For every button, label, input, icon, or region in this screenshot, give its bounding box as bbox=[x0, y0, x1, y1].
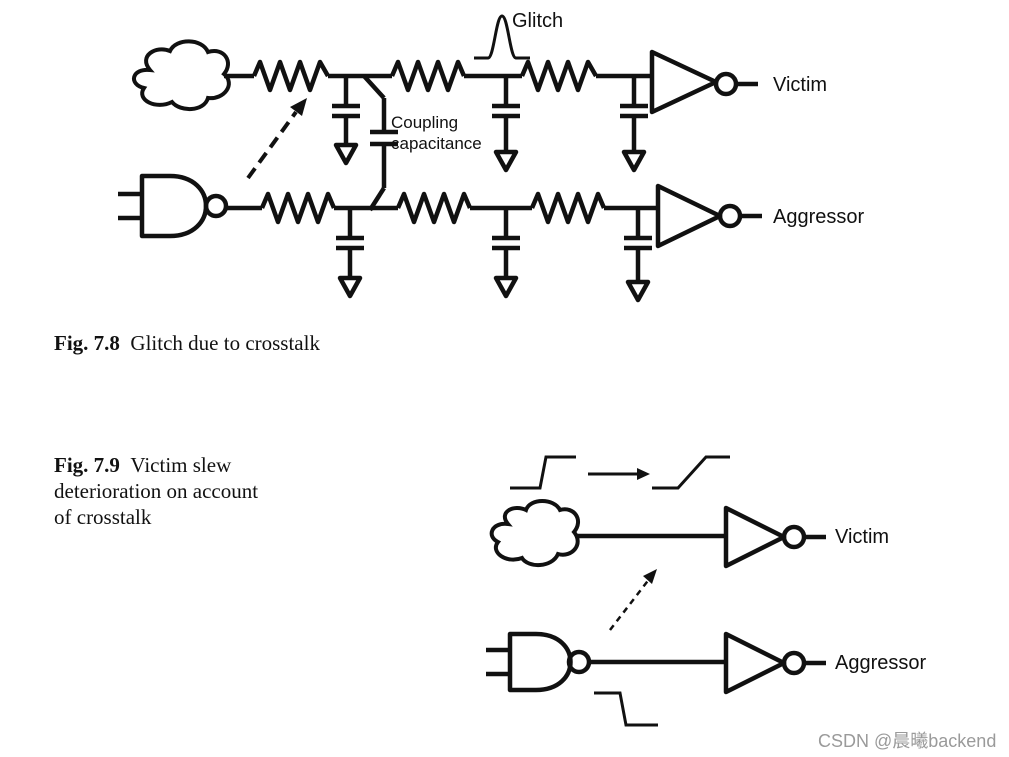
ground-icon bbox=[493, 149, 519, 173]
inverter-bubble bbox=[713, 71, 739, 97]
coupling-capacitor bbox=[362, 74, 398, 212]
arrowhead-icon bbox=[637, 468, 650, 480]
crosstalk-influence-arrow bbox=[246, 98, 307, 180]
figure-7-8-number: Fig. 7.8 bbox=[54, 331, 120, 355]
figure-7-8-schematic: Glitch Coupling capacitance Victim Aggre… bbox=[118, 10, 864, 303]
aggressor-label: Aggressor bbox=[773, 206, 864, 228]
aggressor-ground-capacitor bbox=[624, 208, 652, 303]
victim-resistor-3 bbox=[519, 59, 598, 93]
aggressor-buffer bbox=[723, 631, 787, 695]
figure-7-9-caption: Fig. 7.9 Victim slew deterioration on ac… bbox=[54, 452, 314, 530]
ground-icon bbox=[493, 275, 519, 299]
inverter-bubble bbox=[781, 524, 807, 550]
figure-7-9-number: Fig. 7.9 bbox=[54, 453, 120, 477]
aggressor-ground-capacitor bbox=[336, 208, 364, 299]
victim-ground-capacitor bbox=[332, 76, 360, 166]
ground-icon bbox=[337, 275, 363, 299]
victim-label: Victim bbox=[835, 526, 889, 548]
victim-ground-capacitor bbox=[492, 76, 520, 173]
aggressor-ground-capacitor bbox=[492, 208, 520, 299]
aggressor-resistor-3 bbox=[529, 191, 607, 225]
inverter-bubble bbox=[203, 193, 229, 219]
ground-icon bbox=[621, 149, 647, 173]
aggressor-buffer bbox=[655, 183, 723, 249]
victim-ground-capacitor bbox=[620, 76, 648, 173]
arrowhead-icon bbox=[290, 98, 307, 116]
figure-7-8-caption-text: Glitch due to crosstalk bbox=[130, 331, 320, 355]
ground-icon bbox=[625, 279, 651, 303]
aggressor-nand-gate bbox=[486, 631, 592, 693]
inverter-bubble bbox=[717, 203, 743, 229]
watermark: CSDN @晨曦backend bbox=[818, 731, 997, 751]
figure-7-9-caption-line2: deterioration on account bbox=[54, 479, 259, 503]
victim-resistor-1 bbox=[251, 59, 330, 93]
crosstalk-influence-arrow bbox=[609, 569, 657, 631]
figure-7-9-caption-line1: Victim slew bbox=[130, 453, 232, 477]
victim-source-cloud bbox=[489, 499, 580, 567]
figure-7-9-caption-line3: of crosstalk bbox=[54, 505, 152, 529]
victim-buffer bbox=[723, 505, 787, 569]
sharp-transition-waveform-icon bbox=[510, 455, 576, 490]
coupling-label-line1: Coupling bbox=[391, 113, 458, 132]
aggressor-resistor-1 bbox=[259, 191, 337, 225]
victim-source-cloud bbox=[132, 39, 231, 111]
inverter-bubble bbox=[781, 650, 807, 676]
arrowhead-icon bbox=[643, 569, 657, 584]
figure-7-8-caption: Fig. 7.8 Glitch due to crosstalk bbox=[54, 331, 320, 356]
glitch-waveform-icon bbox=[474, 14, 530, 60]
aggressor-nand-gate bbox=[118, 173, 229, 239]
coupling-label-line2: capacitance bbox=[391, 134, 482, 153]
victim-label: Victim bbox=[773, 74, 827, 96]
aggressor-label: Aggressor bbox=[835, 652, 926, 674]
figure-7-9-schematic: Victim Aggressor bbox=[486, 455, 926, 727]
aggressor-resistor-2 bbox=[395, 191, 473, 225]
glitch-label: Glitch bbox=[512, 10, 563, 32]
victim-buffer bbox=[649, 49, 719, 115]
victim-resistor-2 bbox=[389, 59, 467, 93]
falling-transition-waveform-icon bbox=[594, 691, 658, 727]
ground-icon bbox=[333, 142, 359, 166]
degraded-transition-waveform-icon bbox=[652, 455, 730, 490]
